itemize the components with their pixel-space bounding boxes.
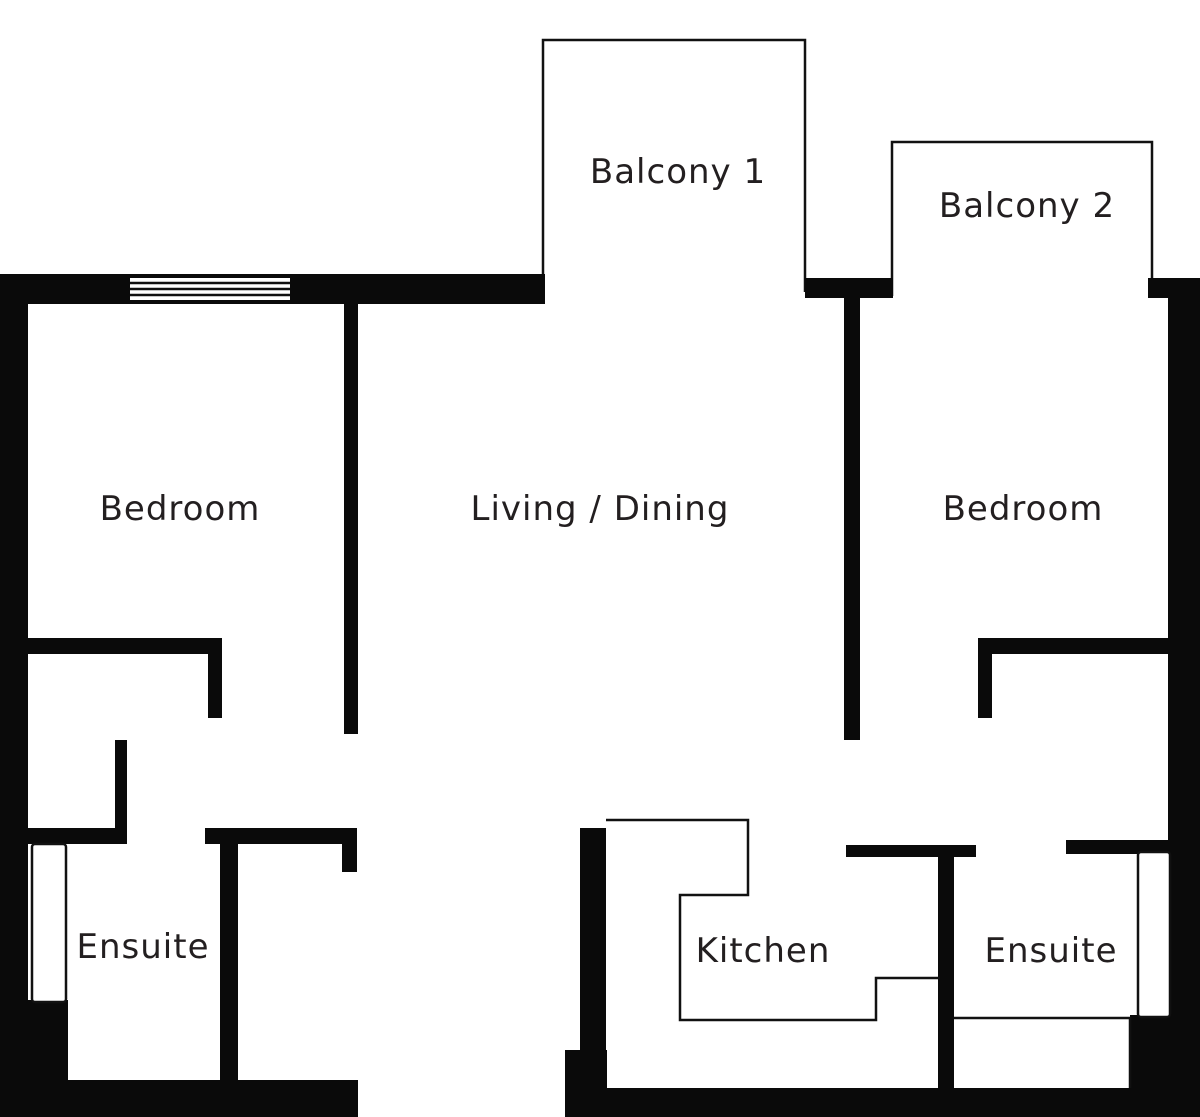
closet-bottom-wall bbox=[28, 828, 127, 844]
wardrobe-right-top-wall bbox=[978, 638, 1168, 654]
exterior-walls bbox=[0, 274, 1200, 1117]
closet-wall bbox=[115, 740, 127, 834]
left-bedroom-divider bbox=[344, 300, 358, 734]
wardrobe-side-wall bbox=[208, 638, 222, 718]
kitchen-top-wall bbox=[846, 845, 976, 857]
ensuite-right-top-wall bbox=[1066, 840, 1168, 854]
label-ensuite-left: Ensuite bbox=[77, 927, 210, 967]
bottom-left-corner bbox=[28, 1000, 68, 1117]
wardrobe-top-wall bbox=[28, 638, 222, 654]
label-ensuite-right: Ensuite bbox=[985, 931, 1118, 971]
label-balcony-1: Balcony 1 bbox=[590, 152, 766, 192]
balcony-1-outline bbox=[541, 38, 807, 300]
kitchen-ensuite-divider bbox=[938, 845, 954, 1090]
ensuite-right-vanity bbox=[954, 1016, 1132, 1088]
ensuite-left-top-stub bbox=[342, 828, 357, 872]
ensuite-right-bath bbox=[1136, 850, 1172, 1019]
label-bedroom-right: Bedroom bbox=[943, 489, 1104, 529]
ensuite-left-bath bbox=[30, 842, 68, 1004]
label-balcony-2: Balcony 2 bbox=[939, 186, 1115, 226]
label-living-dining: Living / Dining bbox=[471, 489, 730, 529]
right-wall bbox=[1168, 278, 1200, 1117]
right-bedroom-divider bbox=[844, 296, 860, 740]
top-wall-middle bbox=[805, 278, 893, 298]
kitchen-left-wall bbox=[580, 828, 606, 1090]
interior-walls-right bbox=[580, 296, 1168, 1090]
window bbox=[130, 278, 290, 300]
label-kitchen: Kitchen bbox=[696, 931, 831, 971]
balcony-2-outline bbox=[890, 140, 1154, 296]
kitchen-counter bbox=[606, 818, 940, 1022]
bottom-right-block bbox=[1130, 1015, 1200, 1117]
ensuite-left-top-wall bbox=[205, 828, 357, 844]
interior-walls-left bbox=[28, 300, 358, 1088]
bottom-wall-right bbox=[565, 1088, 1200, 1117]
wardrobe-right-side-wall bbox=[978, 638, 992, 718]
left-wall bbox=[0, 274, 28, 1117]
label-bedroom-left: Bedroom bbox=[100, 489, 261, 529]
ensuite-left-right-wall bbox=[220, 840, 238, 1088]
